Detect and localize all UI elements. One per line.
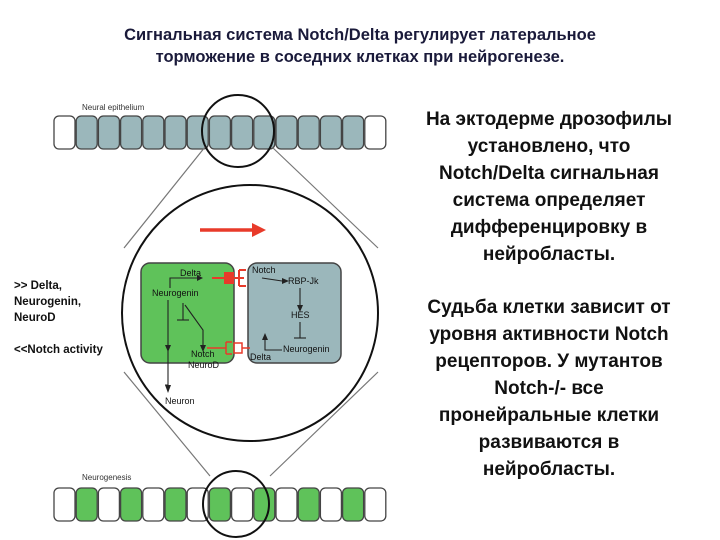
paragraph2-line: Notch-/- все bbox=[494, 378, 604, 399]
epithelial-cell bbox=[275, 487, 298, 522]
zoom-line-bottom-right bbox=[269, 371, 379, 477]
grey-cell-pathway-lines bbox=[261, 277, 306, 351]
epithelium-top-row bbox=[53, 115, 387, 150]
zoom-line-top-left bbox=[123, 146, 206, 249]
paragraph1-line: установлено, что bbox=[467, 136, 631, 157]
paragraph1-line: Notch/Delta сигнальная bbox=[439, 163, 659, 184]
epithelial-cell bbox=[75, 487, 98, 522]
delta-arrowhead bbox=[197, 275, 203, 281]
epithelial-cell bbox=[297, 115, 320, 150]
green-cell bbox=[140, 262, 235, 364]
epithelium-bottom-row bbox=[53, 487, 387, 522]
epithelial-cell bbox=[341, 487, 365, 522]
paragraph1-line: система определяет bbox=[452, 190, 646, 211]
paragraph2-line: нейробласты. bbox=[482, 459, 616, 480]
bottom-magnify-circle bbox=[202, 470, 270, 538]
marker-line-3: NeuroD bbox=[14, 312, 56, 324]
paragraph-cell-fate: Судьба клетки зависит от уровня активност… bbox=[388, 294, 710, 483]
signal-connector-bottom bbox=[207, 341, 250, 355]
zoom-line-top-right bbox=[271, 146, 379, 249]
notch-arrowhead bbox=[200, 345, 206, 352]
green-cell-neurod-label: NeuroD bbox=[188, 360, 220, 370]
paragraph2-line: рецепторов. У мутантов bbox=[435, 351, 663, 372]
epithelial-cell bbox=[142, 115, 165, 150]
epithelial-cell bbox=[275, 115, 298, 150]
paragraph2-line: Судьба клетки зависит от bbox=[427, 297, 671, 318]
hes-arrowhead bbox=[297, 305, 303, 312]
grey-cell-neurogenin-label: Neurogenin bbox=[283, 344, 330, 354]
grey-cell-delta-label: Delta bbox=[250, 352, 271, 362]
epithelial-cell bbox=[230, 115, 254, 150]
green-cell-notch-label: Notch bbox=[191, 349, 215, 359]
rbpjk-arrowhead bbox=[282, 278, 289, 284]
marker-line-2: Neurogenin, bbox=[14, 296, 82, 308]
signal-connector-top bbox=[212, 269, 246, 287]
delta-up-arrowhead bbox=[262, 333, 268, 340]
neural-epithelium-label: Neural epithelium bbox=[82, 103, 145, 112]
slide-title: Сигнальная система Notch/Delta регулируе… bbox=[40, 24, 680, 68]
epithelial-cell bbox=[208, 115, 232, 150]
grey-cell-hes-label: HES bbox=[291, 310, 310, 320]
epithelial-cell bbox=[230, 487, 254, 522]
epithelial-cell bbox=[119, 115, 143, 150]
epithelial-cell bbox=[297, 487, 320, 522]
marker-notes: >> Delta, Neurogenin, NeuroD bbox=[14, 278, 81, 326]
green-cell-neurogenin-label: Neurogenin bbox=[152, 288, 199, 298]
neurogenesis-label: Neurogenesis bbox=[82, 473, 131, 482]
epithelial-cell bbox=[53, 487, 76, 522]
epithelial-cell bbox=[75, 115, 98, 150]
title-line-1: Сигнальная система Notch/Delta регулируе… bbox=[124, 26, 596, 44]
epithelial-cell bbox=[364, 487, 387, 522]
neurod-arrowhead bbox=[165, 345, 171, 352]
notch-activity-note: <<Notch activity bbox=[14, 344, 103, 356]
grey-cell bbox=[247, 262, 342, 364]
epithelial-cell bbox=[164, 115, 187, 150]
zoom-line-bottom-left bbox=[123, 371, 211, 477]
epithelial-cell bbox=[364, 115, 387, 150]
epithelial-cell bbox=[119, 487, 143, 522]
green-cell-pathway-lines bbox=[165, 277, 204, 386]
epithelial-cell bbox=[97, 487, 121, 522]
epithelial-cell bbox=[341, 115, 365, 150]
epithelial-cell bbox=[53, 115, 76, 150]
epithelial-cell bbox=[142, 487, 165, 522]
epithelial-cell bbox=[164, 487, 187, 522]
paragraph1-line: нейробласты. bbox=[482, 244, 616, 265]
zoom-circle bbox=[121, 184, 379, 442]
epithelial-cell bbox=[319, 487, 343, 522]
epithelial-cell bbox=[319, 115, 343, 150]
paragraph2-line: уровня активности Notch bbox=[429, 324, 669, 345]
grey-cell-rbpjk-label: RBP-Jk bbox=[288, 276, 319, 286]
marker-line-1: >> Delta, bbox=[14, 280, 62, 292]
paragraph1-line: На эктодерме дрозофилы bbox=[425, 109, 673, 130]
neuron-label: Neuron bbox=[165, 396, 195, 406]
epithelial-cell bbox=[253, 487, 276, 522]
paragraph1-line: дифференцировку в bbox=[450, 217, 648, 238]
neuron-arrowhead bbox=[165, 385, 171, 393]
paragraph2-line: развиваются в bbox=[478, 432, 620, 453]
paragraph2-line: пронейральные клетки bbox=[438, 405, 660, 426]
title-line-2: торможение в соседних клетках при нейрог… bbox=[155, 48, 565, 66]
direction-arrowhead bbox=[252, 223, 266, 237]
epithelial-cell bbox=[208, 487, 232, 522]
green-cell-delta-label: Delta bbox=[180, 268, 201, 278]
top-magnify-circle bbox=[201, 94, 275, 168]
grey-cell-notch-label: Notch bbox=[252, 265, 276, 275]
epithelial-cell bbox=[97, 115, 121, 150]
